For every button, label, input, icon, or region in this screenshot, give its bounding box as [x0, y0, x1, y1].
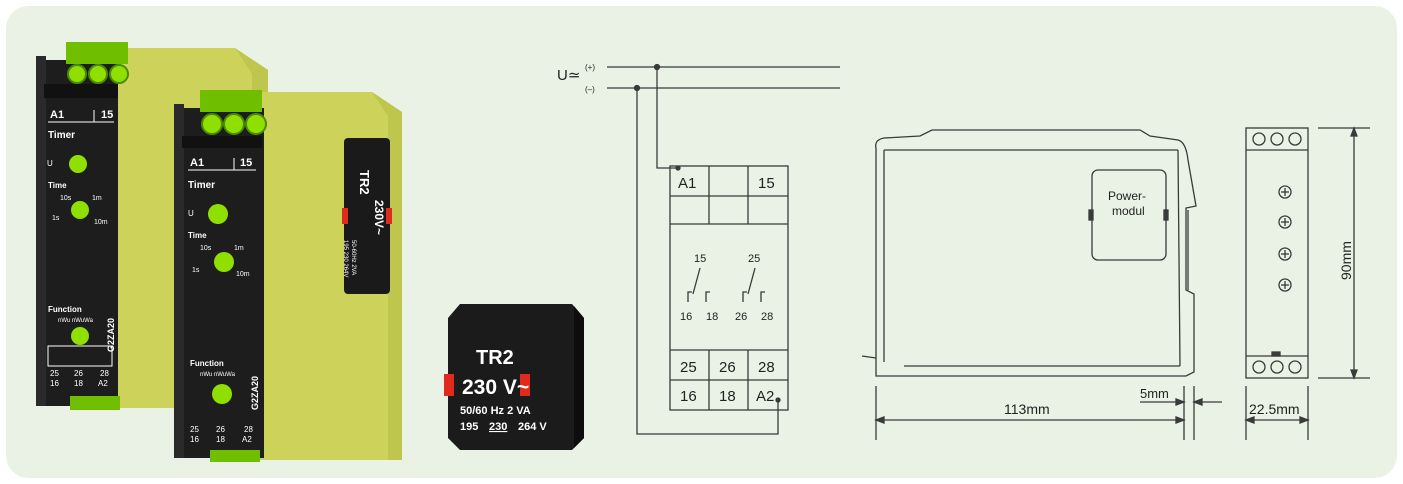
- contact2-common: 25: [748, 253, 760, 265]
- relay-front-unit: TR2 230V~ 50-60Hz 2VA 195 230 264V A1 15…: [174, 90, 402, 462]
- supply-minus-label: (–): [585, 85, 595, 94]
- wiring-bottom-18: 18: [719, 388, 736, 405]
- front-view-screw-2: [1278, 215, 1292, 229]
- relay-front-function-label: Function: [190, 359, 224, 368]
- relay-back-range-10s: 10s: [60, 195, 72, 202]
- contact2-no: 28: [761, 311, 773, 323]
- power-module-range-high: 264 V: [518, 421, 547, 433]
- dim-gap-label: 5mm: [1140, 386, 1169, 401]
- relay-back-time-label: Time: [48, 181, 67, 190]
- relay-front-timer-label: Timer: [188, 180, 215, 191]
- power-module-right-latch: [520, 374, 530, 396]
- contact1-nc: 16: [680, 311, 692, 323]
- relay-back-front-plate: [42, 60, 118, 406]
- relay-back-function-modes: nWu nWuWa: [58, 318, 94, 324]
- relay-front-function-knob[interactable]: [212, 384, 232, 404]
- power-module-left-latch: [444, 374, 454, 396]
- relay-back-bottom-25: 25: [50, 369, 59, 378]
- wiring-bottom-25: 25: [680, 359, 697, 376]
- relay-front-u-label: U: [188, 209, 194, 218]
- relay-front-bottom-28: 28: [244, 425, 253, 434]
- wiring-labels: U≃ (+) (–) A1 15 15 16 18 25 26 28 25 26…: [557, 63, 775, 405]
- relay-front-pm-range: 195 230 264V: [342, 240, 348, 277]
- wiring-bottom-a2: A2: [756, 388, 774, 405]
- contact1-no: 18: [706, 311, 718, 323]
- supply-label: U≃: [557, 67, 580, 84]
- contact1-common: 15: [694, 253, 706, 265]
- power-module-range-low: 195: [460, 421, 478, 433]
- relay-back-bottom-16: 16: [50, 379, 59, 388]
- relay-back-function-knob[interactable]: [71, 327, 89, 345]
- relay-back-range-10m: 10m: [94, 219, 108, 226]
- wiring-bottom-28: 28: [758, 359, 775, 376]
- front-view-screw-3: [1278, 247, 1292, 261]
- relay-front-pm-name: TR2: [357, 170, 372, 195]
- wiring-bottom-26: 26: [719, 359, 736, 376]
- power-module-spec: 50/60 Hz 2 VA: [460, 405, 531, 417]
- side-view-drawing: [861, 129, 1222, 440]
- relay-back-bottom-a2: A2: [98, 379, 108, 388]
- product-drawing: A1 15 Timer U Time 10s 1m 1s 10m Functio…: [6, 6, 1397, 478]
- relay-front-power-module-window: [344, 138, 390, 294]
- relay-back-bottom-28: 28: [100, 369, 109, 378]
- wiring-diagram: [607, 63, 840, 435]
- relay-front-function-modes: nWu nWuWa: [200, 372, 236, 378]
- wiring-term-15: 15: [758, 175, 775, 192]
- product-panel: A1 15 Timer U Time 10s 1m 1s 10m Functio…: [6, 6, 1397, 478]
- relay-front-term-a1: A1: [190, 157, 204, 169]
- relay-front-time-knob[interactable]: [214, 252, 234, 272]
- wiring-bottom-16: 16: [680, 388, 697, 405]
- relay-front-model: G2ZA20: [250, 376, 260, 410]
- relay-front-bottom-16: 16: [190, 435, 199, 444]
- contact2-nc: 26: [735, 311, 747, 323]
- power-modul-label-1: Power-: [1108, 189, 1146, 203]
- relay-front-pm-spec: 50-60Hz 2VA: [350, 240, 356, 275]
- relay-back-bottom-18: 18: [74, 379, 83, 388]
- dim-depth-label: 113mm: [1004, 401, 1050, 417]
- relay-back-u-knob[interactable]: [69, 155, 87, 173]
- relay-front-pm-voltage: 230V~: [372, 200, 386, 235]
- relay-front-range-10m: 10m: [236, 271, 250, 278]
- front-view-drawing: [1244, 126, 1370, 440]
- relay-back-function-label: Function: [48, 305, 82, 314]
- front-view-labels: 90mm 22.5mm: [1249, 241, 1354, 417]
- relay-front-u-knob[interactable]: [208, 204, 228, 224]
- relay-front-bottom-a2: A2: [242, 435, 252, 444]
- dim-width-label: 22.5mm: [1249, 401, 1300, 417]
- side-view-labels: Power- modul 113mm 5mm: [1004, 189, 1169, 417]
- relay-back-model: G2ZA20: [106, 318, 116, 352]
- relay-back-range-1s: 1s: [52, 215, 60, 222]
- relay-front-bottom-18: 18: [216, 435, 225, 444]
- front-view-screw-4: [1278, 278, 1292, 292]
- relay-front-time-label: Time: [188, 231, 207, 240]
- relay-front-range-1s: 1s: [192, 267, 200, 274]
- dim-height-label: 90mm: [1338, 241, 1354, 280]
- wiring-term-a1: A1: [678, 175, 696, 192]
- relay-front-bottom-25: 25: [190, 425, 199, 434]
- relay-back-time-knob[interactable]: [71, 201, 89, 219]
- power-module-range-nominal: 230: [489, 421, 507, 433]
- power-modul-label-2: modul: [1112, 204, 1145, 218]
- relay-back-term-a1: A1: [50, 109, 64, 121]
- front-view-screw-1: [1278, 185, 1292, 199]
- power-module-name: TR2: [476, 347, 514, 369]
- relay-back-timer-label: Timer: [48, 130, 75, 141]
- relay-front-range-1m: 1m: [234, 245, 244, 252]
- supply-plus-label: (+): [585, 63, 595, 72]
- relay-back-u-label: U: [47, 159, 53, 168]
- relay-front-term-15: 15: [240, 157, 252, 169]
- power-module-tr2: TR2 230 V~ 50/60 Hz 2 VA 195 230 264 V: [444, 304, 584, 450]
- relay-back-term-15: 15: [101, 109, 113, 121]
- relay-front-bottom-26: 26: [216, 425, 225, 434]
- relay-front-range-10s: 10s: [200, 245, 212, 252]
- relay-back-bottom-26: 26: [74, 369, 83, 378]
- relay-back-range-1m: 1m: [92, 195, 102, 202]
- power-module-voltage: 230 V~: [462, 376, 529, 399]
